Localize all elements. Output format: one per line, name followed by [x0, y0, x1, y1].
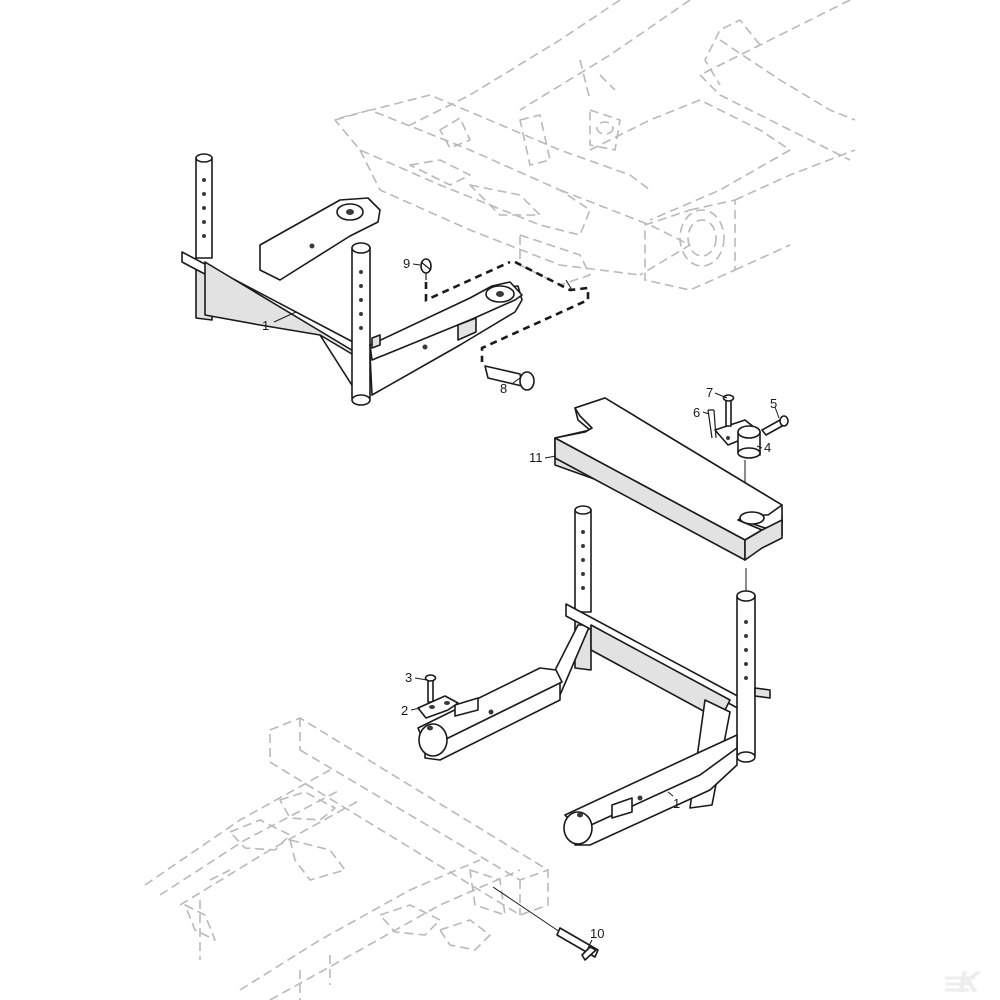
ghost-mower-deck [144, 717, 549, 1000]
bracket-part-4 [714, 419, 761, 459]
brand-logo-watermark: K [945, 966, 982, 999]
callout-3: 3 [405, 670, 412, 685]
bolt-part-7 [722, 394, 735, 427]
hitch-pin-part-8 [484, 365, 535, 391]
ghost-tractor-frame [334, 0, 856, 291]
bolt-part-3 [424, 674, 437, 703]
lynch-pin-part-9 [420, 258, 432, 280]
callout-1-lower: 1 [673, 796, 680, 811]
hitch-pin-part-10 [556, 927, 599, 961]
callout-labels: 1 1 2 3 4 5 6 7 8 9 10 11 [262, 256, 777, 941]
upper-weight-frame [181, 153, 523, 406]
callout-5: 5 [770, 396, 777, 411]
bolt-part-5 [761, 415, 789, 436]
spring-pin-part-6 [707, 409, 717, 439]
callout-7: 7 [706, 385, 713, 400]
callout-9: 9 [403, 256, 410, 271]
weight-plate-part-11 [554, 397, 783, 561]
callout-8: 8 [500, 381, 507, 396]
callout-6: 6 [693, 405, 700, 420]
clamp-part-2 [417, 695, 459, 719]
callout-2: 2 [401, 703, 408, 718]
callout-leaders [273, 263, 780, 951]
callout-1-upper: 1 [262, 318, 269, 333]
callout-11: 11 [529, 450, 543, 465]
callout-4: 4 [764, 440, 771, 455]
callout-10: 10 [590, 926, 604, 941]
lower-weight-frame [417, 505, 771, 846]
